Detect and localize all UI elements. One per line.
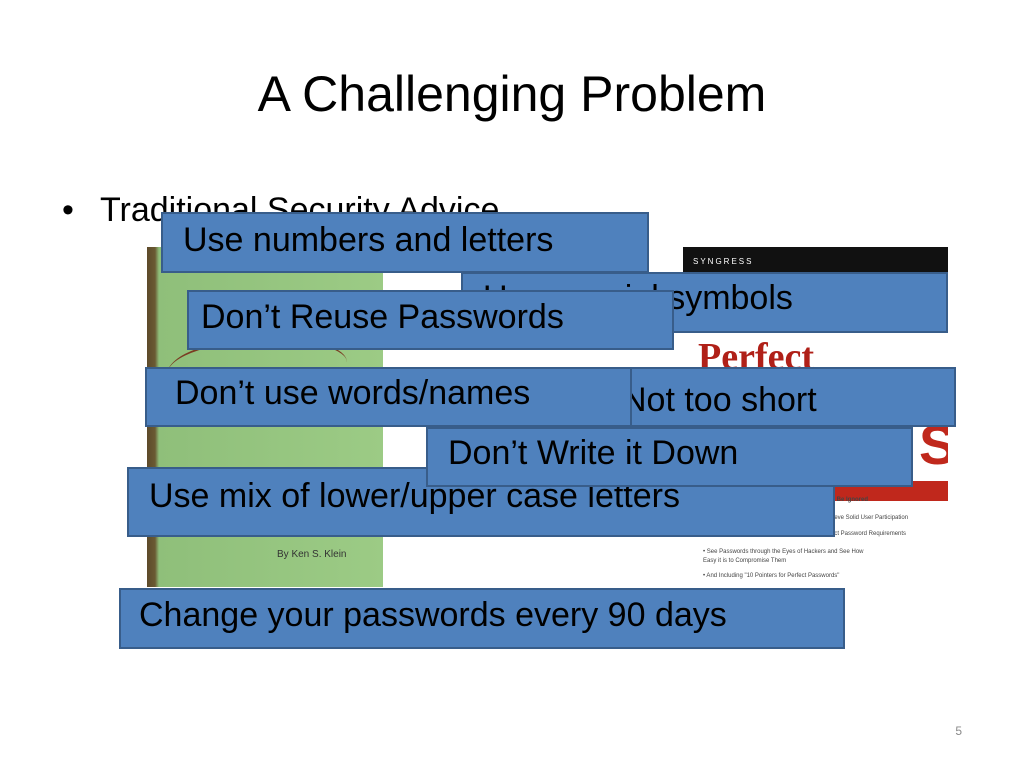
label-dont-use-words-names: Don’t use words/names [145,367,632,427]
label-use-numbers-and-letters: Use numbers and letters [161,212,649,273]
book-blurb: t Be Ignored [833,497,869,503]
book-top-band [683,247,948,273]
slide-title: A Challenging Problem [257,66,767,122]
book-blurb: • See Passwords through the Eyes of Hack… [703,549,864,555]
book-blurb: ieve Solid User Participation [833,515,909,521]
label-change-passwords-every-90-days: Change your passwords every 90 days [119,588,845,649]
book-blurb: ict Password Requirements [833,531,907,537]
label-dont-reuse-passwords: Don’t Reuse Passwords [187,290,674,350]
label-dont-write-it-down: Don’t Write it Down [426,427,913,487]
book-author: By Ken S. Klein [277,549,347,560]
page-number: 5 [955,724,962,738]
book-blurb: Easy it is to Compromise Them [703,558,787,564]
label-not-too-short: Not too short [578,367,956,427]
bullet-marker: • [62,191,74,229]
book-publisher: SYNGRESS [693,257,754,266]
book-blurb: • And Including "10 Pointers for Perfect… [703,573,840,579]
